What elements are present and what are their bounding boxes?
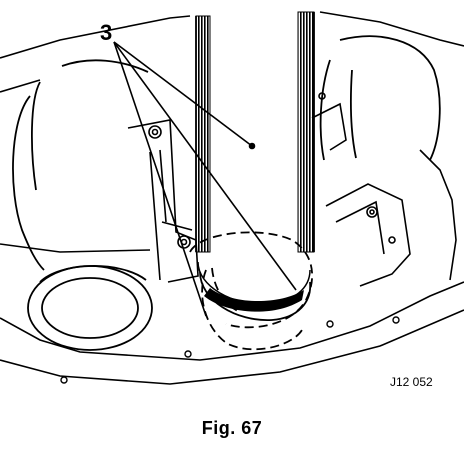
drawing-code: J12 052 [390,375,433,389]
left-cylinder-bore [12,59,153,351]
vertical-tube [195,11,315,253]
leader-lines [113,41,297,317]
hidden-outline [189,231,314,351]
main-bearing-cap [127,119,199,283]
oil-seal [197,261,311,321]
right-cylinder-bore [319,35,441,161]
block-outline [0,11,464,385]
callout-number: 3 [100,20,112,45]
bolt-holes [60,316,400,384]
right-bracket [311,92,411,287]
figure-caption: Fig. 67 [201,418,263,438]
